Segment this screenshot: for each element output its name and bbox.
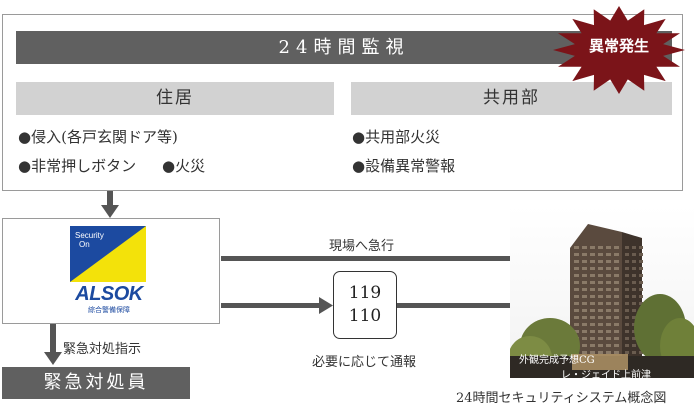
number-police: 110 (334, 305, 396, 328)
emergency-numbers-box: 119 110 (333, 271, 397, 339)
dispatch-label: 現場へ急行 (329, 235, 394, 254)
responder-label: 緊急対処員 (2, 367, 190, 399)
diagram-caption: 24時間セキュリティシステム概念図 (456, 387, 666, 406)
number-fire: 119 (334, 282, 396, 305)
alsok-company-name: 綜合警備保障 (70, 306, 148, 315)
building-name: レ・ジェイド上前津 (561, 366, 651, 381)
badge-line2: On (79, 240, 90, 249)
badge-line1: Security (75, 231, 104, 240)
photo-note: 外観完成予想CG (519, 351, 595, 366)
security-on-logo-icon: Security On (70, 226, 146, 282)
alsok-logo-text: ALSOK (70, 284, 148, 304)
instruction-label: 緊急対処指示 (63, 338, 141, 357)
report-label: 必要に応じて通報 (312, 351, 416, 370)
